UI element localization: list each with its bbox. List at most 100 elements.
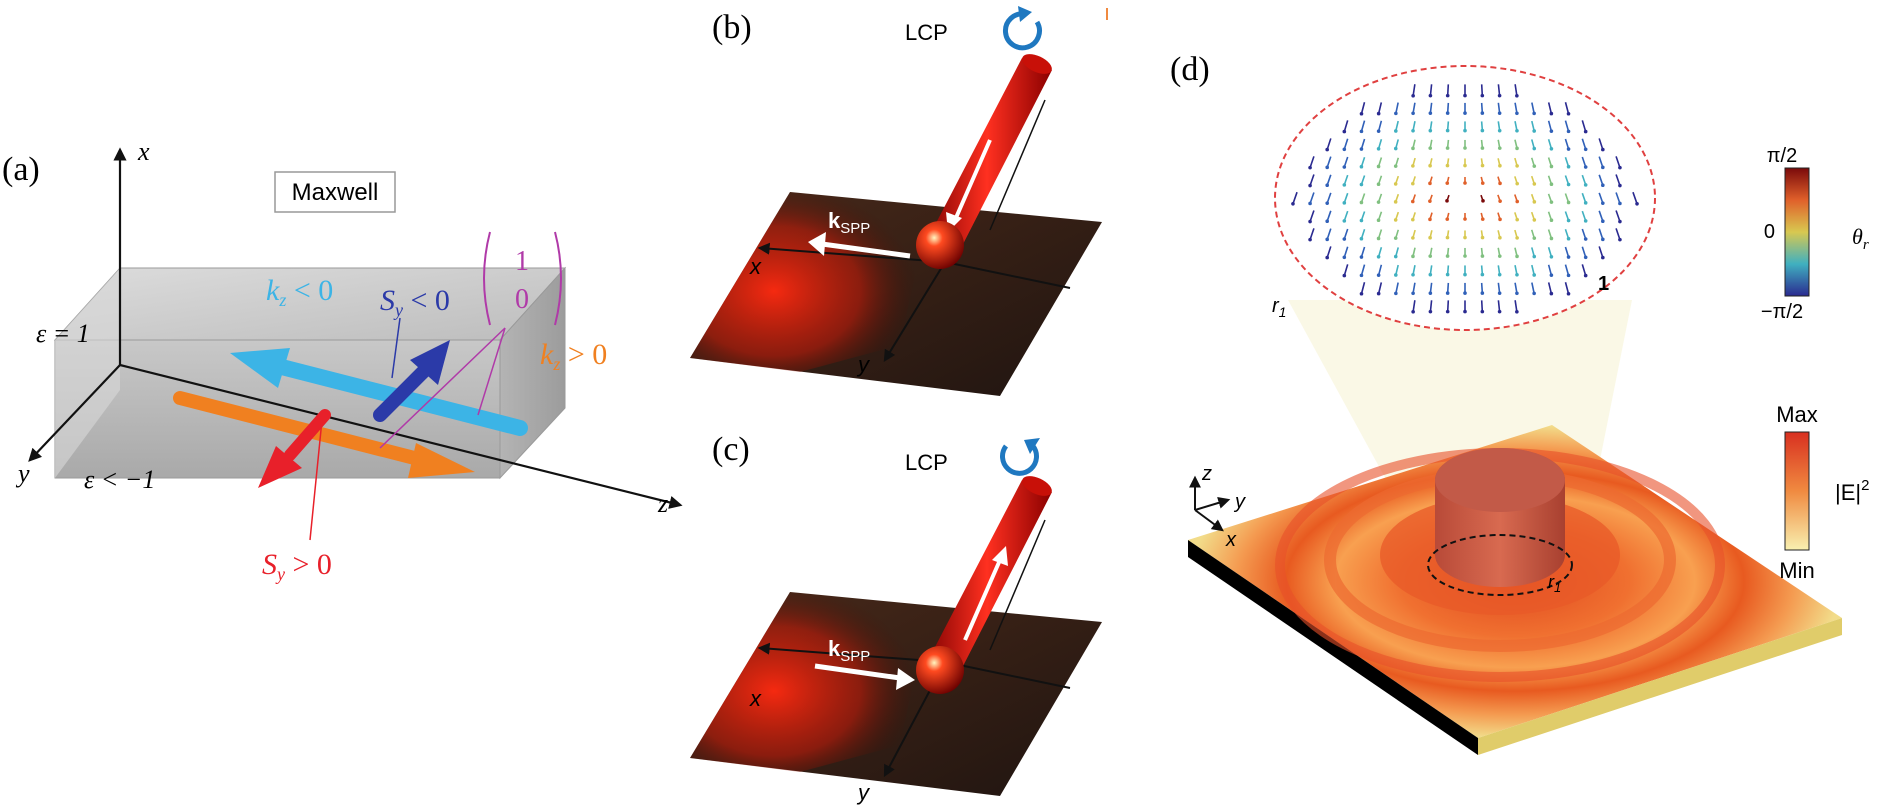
spin-arrow-head xyxy=(1445,235,1450,240)
theta-mid-label: 0 xyxy=(1764,221,1775,243)
circular-arrow-icon xyxy=(1003,6,1042,51)
spin-arrow-head xyxy=(1428,291,1433,295)
spin-arrow-head xyxy=(1480,309,1485,314)
spin-arrow-head xyxy=(1342,147,1347,152)
spin-arrow-head xyxy=(1394,273,1398,277)
spin-arrow-head xyxy=(1635,202,1639,206)
spin-arrow-head xyxy=(1601,147,1605,152)
axis-y-label-c: y xyxy=(856,780,871,805)
spin-arrow-head xyxy=(1308,183,1312,188)
spin-arrow-head xyxy=(1497,146,1502,150)
spin-arrow-head xyxy=(1583,255,1588,260)
spin-arrow-head xyxy=(1532,182,1537,186)
spin-arrow-head xyxy=(1411,291,1415,296)
sy-positive-arrow xyxy=(258,409,331,488)
spin-arrow-head xyxy=(1566,200,1571,205)
spin-arrow-head xyxy=(1342,219,1347,223)
panel-c-label: (c) xyxy=(712,431,750,468)
spin-arrow-head xyxy=(1428,199,1432,203)
spin-arrow-head xyxy=(1308,165,1312,170)
axis-y-line-b xyxy=(883,261,946,363)
spin-arrow-head xyxy=(1566,111,1571,116)
spin-arrow-head xyxy=(1393,200,1398,204)
spin-arrow xyxy=(1360,282,1366,294)
spin-arrow-head xyxy=(1463,254,1467,258)
spin-arrow-head xyxy=(1497,93,1502,98)
spin-arrow-head xyxy=(1325,219,1329,223)
spin-arrow-head xyxy=(1428,235,1432,240)
spin-arrow-head xyxy=(1480,146,1485,150)
axis-x-label-b: x xyxy=(749,254,762,279)
spin-arrow-head xyxy=(1428,254,1433,258)
r1-label-surface: r1 xyxy=(1548,572,1561,595)
spin-arrow-head xyxy=(1342,129,1347,134)
spin-arrow xyxy=(1377,102,1383,114)
spin-arrow-head xyxy=(1463,146,1467,150)
spin-arrow-head xyxy=(1445,163,1450,168)
peak-top xyxy=(1435,448,1565,512)
spin-arrow xyxy=(1343,264,1349,276)
spin-arrow-head xyxy=(1445,199,1449,203)
spin-arrow-head xyxy=(1566,255,1571,259)
spin-arrow-head xyxy=(1515,164,1519,168)
spin-arrow-head xyxy=(1428,111,1433,115)
spin-arrow-head xyxy=(1618,183,1622,188)
intensity-min-label: Min xyxy=(1779,558,1814,583)
spin-arrow xyxy=(1326,210,1332,222)
spin-arrow-head xyxy=(1428,128,1433,133)
spin-arrow-head xyxy=(1428,146,1433,150)
spin-arrow-head xyxy=(1480,111,1485,115)
beam-arrow-c xyxy=(963,559,1002,641)
axis-x-line-d xyxy=(1194,509,1224,532)
spin-arrow-head xyxy=(1359,218,1364,223)
kz-negative-label: kz < 0 xyxy=(266,274,333,310)
spin-arrow xyxy=(1360,264,1366,276)
spin-arrow-head xyxy=(1497,291,1502,295)
spin-arrow-head xyxy=(1566,236,1571,241)
svg-text:0: 0 xyxy=(515,284,529,315)
spin-arrow-head xyxy=(1445,291,1450,295)
spin-arrow xyxy=(1598,156,1604,168)
spin-arrow-head xyxy=(1480,217,1485,221)
spin-arrow-head xyxy=(1515,128,1519,133)
spin-arrow-head xyxy=(1583,237,1588,241)
spin-arrow-head xyxy=(1325,165,1329,170)
spin-arrow-head xyxy=(1480,254,1485,258)
sy-negative-label: Sy < 0 xyxy=(380,284,450,320)
spin-arrow-head xyxy=(1291,202,1295,206)
spin-arrow-head xyxy=(1515,291,1519,296)
spin-arrow xyxy=(1343,120,1349,132)
spin-arrow-head xyxy=(1549,236,1554,241)
spin-arrow-head xyxy=(1428,163,1432,168)
spin-arrow-head xyxy=(1583,165,1588,169)
spin-arrow xyxy=(1326,228,1332,240)
spin-arrow-head xyxy=(1445,111,1450,115)
substrate-side xyxy=(1478,618,1842,755)
kz-positive-label: kz > 0 xyxy=(540,338,607,374)
spin-arrow xyxy=(1598,228,1604,240)
spin-arrow-head xyxy=(1515,181,1519,186)
spin-arrow xyxy=(1598,174,1604,186)
spin-arrow-head xyxy=(1325,201,1329,205)
axis-y-label-b: y xyxy=(856,352,871,377)
spin-arrow-head xyxy=(1566,273,1571,278)
spin-arrow xyxy=(1615,210,1621,222)
spin-arrow-head xyxy=(1532,129,1536,133)
spin-arrow-head xyxy=(1480,128,1485,133)
spin-arrow-head xyxy=(1601,183,1605,187)
spin-arrow-head xyxy=(1428,217,1432,222)
spin-arrow xyxy=(1309,210,1315,222)
slab-left-face xyxy=(55,268,120,478)
kspp-arrow-b xyxy=(821,241,911,259)
axis-y-label: y xyxy=(15,459,30,488)
spin-arrow-head xyxy=(1497,128,1502,133)
spin-arrow-head xyxy=(1376,111,1381,116)
axis-x-extension-c xyxy=(944,661,1071,689)
spin-arrow-head xyxy=(1601,237,1605,242)
spin-arrow-head xyxy=(1376,182,1381,187)
spin-arrow-head xyxy=(1515,254,1519,259)
panel-a: (a) x y z ε = 1 ε < −1 Maxwell xyxy=(2,137,683,584)
spin-arrow-head xyxy=(1566,218,1571,223)
spin-arrow xyxy=(1598,138,1604,150)
